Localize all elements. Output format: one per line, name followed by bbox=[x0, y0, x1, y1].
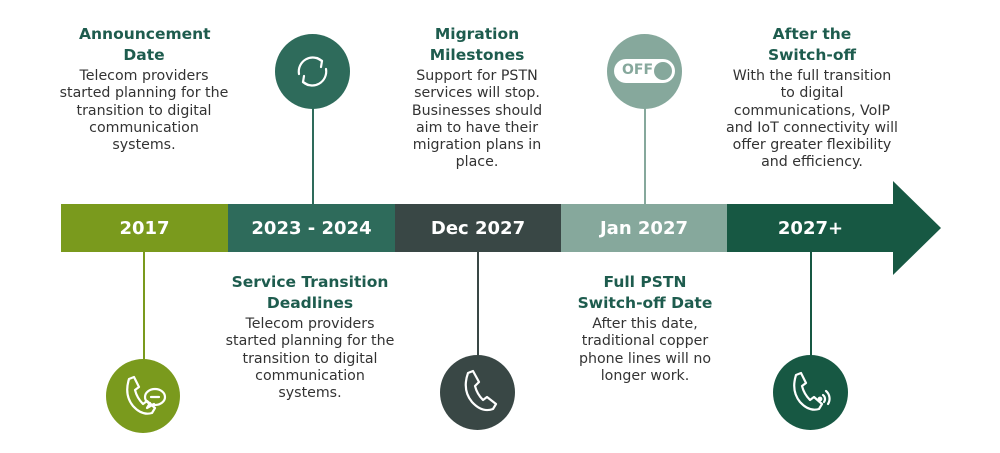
milestone-2-title: Service Transition Deadlines bbox=[231, 273, 389, 312]
phone-icon bbox=[440, 355, 515, 430]
phone-chat-icon bbox=[106, 359, 180, 433]
timeline-label-5: 2027+ bbox=[777, 217, 844, 239]
timeline-segment-jan-2027: Jan 2027 bbox=[561, 204, 727, 252]
wireless-phone-icon bbox=[773, 355, 848, 430]
timeline-label-1: 2017 bbox=[119, 217, 170, 239]
refresh-icon bbox=[275, 34, 350, 109]
milestone-1-title: Announcement Date bbox=[79, 25, 211, 64]
milestone-5-body: With the full transition to digital comm… bbox=[726, 68, 898, 171]
milestone-2-body: Telecom providers started planning for t… bbox=[225, 316, 395, 402]
milestone-3-title: Migration Milestones bbox=[429, 25, 525, 64]
connector-5 bbox=[810, 252, 812, 360]
milestone-5-text: After the Switch-off With the full trans… bbox=[722, 24, 902, 172]
milestone-4-body: After this date, traditional copper phon… bbox=[578, 316, 712, 384]
milestone-2-text: Service Transition Deadlines Telecom pro… bbox=[220, 272, 400, 402]
connector-1 bbox=[143, 252, 145, 360]
connector-4 bbox=[644, 108, 646, 204]
timeline-segment-2027-plus: 2027+ bbox=[727, 204, 894, 252]
milestone-1-text: Announcement Date Telecom providers star… bbox=[54, 24, 234, 154]
timeline-arrow-head bbox=[893, 181, 941, 275]
timeline-segment-2017: 2017 bbox=[61, 204, 228, 252]
timeline-label-4: Jan 2027 bbox=[599, 217, 689, 239]
milestone-3-body: Support for PSTN services will stop. Bus… bbox=[411, 68, 543, 171]
timeline-label-2: 2023 - 2024 bbox=[251, 217, 372, 239]
milestone-1-body: Telecom providers started planning for t… bbox=[59, 68, 229, 154]
connector-2 bbox=[312, 108, 314, 204]
connector-3 bbox=[477, 252, 479, 360]
timeline-segment-dec-2027: Dec 2027 bbox=[395, 204, 561, 252]
milestone-3-text: Migration Milestones Support for PSTN se… bbox=[396, 24, 558, 172]
timeline-segment-2023-2024: 2023 - 2024 bbox=[228, 204, 395, 252]
milestone-4-text: Full PSTN Switch-off Date After this dat… bbox=[560, 272, 730, 385]
off-toggle-label: OFF bbox=[622, 62, 654, 78]
milestone-4-title: Full PSTN Switch-off Date bbox=[577, 273, 713, 312]
off-toggle-icon: OFF bbox=[607, 34, 682, 109]
timeline-label-3: Dec 2027 bbox=[430, 217, 526, 239]
milestone-5-title: After the Switch-off bbox=[767, 25, 857, 64]
